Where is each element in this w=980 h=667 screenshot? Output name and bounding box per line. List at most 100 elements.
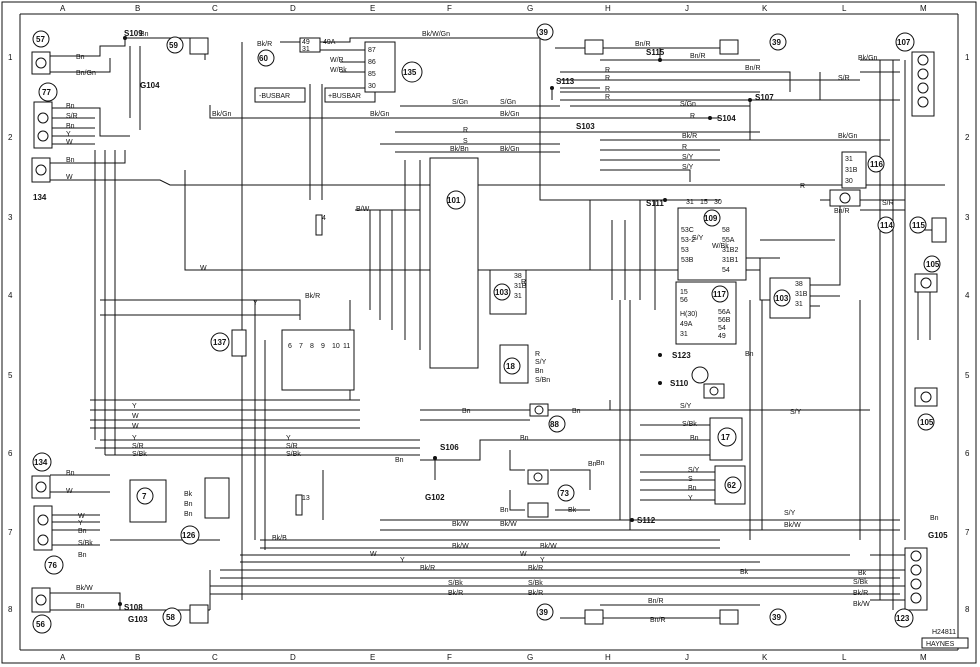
splice-label: S107: [755, 93, 774, 102]
fuse-number: 9: [321, 343, 325, 350]
component-59: 59: [166, 36, 209, 55]
pin-label: 56B: [718, 317, 731, 324]
wire-label: Bn: [66, 157, 75, 164]
publisher-logo: HAYNES: [926, 641, 955, 648]
ground-label: G102: [425, 493, 445, 502]
splice-label: S115: [646, 48, 665, 57]
component-101: 101: [429, 157, 479, 369]
component-label: 60: [259, 54, 268, 63]
component-label: 123: [896, 614, 910, 623]
component-label: 17: [721, 433, 730, 442]
wire-label: Bk/W: [76, 585, 93, 592]
grid-col-label: G: [527, 4, 533, 13]
wire-label: W/Bk: [712, 243, 729, 250]
figure-id: H24811 HAYNES: [921, 629, 969, 649]
pin-label: 15: [680, 289, 688, 296]
grid-row-label: 3: [965, 213, 970, 222]
grid-row-label: 5: [965, 371, 970, 380]
component-57: 57: [31, 30, 51, 75]
wire-label: R: [535, 351, 540, 358]
splice-label: S109: [124, 29, 143, 38]
wire-label: Bk: [740, 569, 749, 576]
wire-label: Bn: [930, 515, 939, 522]
wire-label: W/Bk: [330, 67, 347, 74]
grid-col-label: B: [135, 4, 140, 13]
grid-row-label: 1: [8, 53, 13, 62]
wire-label: Y: [66, 131, 71, 138]
component-label: 105: [926, 260, 940, 269]
grid-col-label: A: [60, 653, 66, 662]
component-114: 114: [829, 189, 895, 234]
pin-label: 31B: [514, 283, 527, 290]
pin-label: 31B1: [722, 257, 738, 264]
pin-label: 31: [302, 46, 310, 53]
component-label: 126: [182, 531, 196, 540]
wire-label: W: [200, 265, 207, 272]
wire-label: Bk/Gn: [500, 146, 520, 153]
wire-label: Bk/R: [682, 133, 697, 140]
wire-label: Bn: [76, 603, 85, 610]
grid-col-label: L: [842, 4, 847, 13]
wire-label: Bn: [66, 103, 75, 110]
splice-label: S111: [646, 199, 664, 208]
pin-label: 31: [686, 199, 694, 206]
component-label: 101: [447, 196, 461, 205]
wire-label: S/Gn: [500, 99, 516, 106]
wire-label: S/R: [132, 443, 144, 450]
component-label: 137: [213, 338, 227, 347]
component-label: 103: [495, 288, 509, 297]
wire-label: S: [463, 138, 468, 145]
busbar-plus-label: +BUSBAR: [328, 93, 361, 100]
grid-row-label: 2: [965, 133, 970, 142]
grid-col-label: K: [762, 653, 768, 662]
wire-label: Bk/W: [784, 522, 801, 529]
grid-row-label: 7: [965, 528, 970, 537]
wire-label: S: [688, 476, 693, 483]
pin-label: 53-2: [681, 237, 695, 244]
splice-labels: S109 S115 S113 S107 S103 S104 S111 S106 …: [118, 29, 774, 612]
wire-label: Bn: [184, 501, 193, 508]
component-58: 58: [162, 604, 209, 627]
wire-label: Bk/Gn: [500, 111, 520, 118]
pin-label: 87: [368, 47, 376, 54]
wire-label: S/R: [66, 113, 78, 120]
pin-label: 58: [722, 227, 730, 234]
wire-label: Y: [253, 300, 258, 307]
component-label: 62: [727, 481, 736, 490]
wire-label: W: [132, 413, 139, 420]
pin-label: 31: [680, 331, 688, 338]
pin-label: 49A: [323, 39, 336, 46]
wire-label: S/Gn: [452, 99, 468, 106]
wire-label: S/R: [882, 200, 894, 207]
splice-label: S123: [672, 351, 691, 360]
wire-label: R: [605, 86, 610, 93]
wire-label: R: [605, 94, 610, 101]
component-label: 56: [36, 620, 45, 629]
component-109: 31 15 30 109 53C 53-2 53 53B 58 55A 31B2…: [677, 199, 747, 281]
wire-label: Bn/R: [745, 65, 761, 72]
pin-label: 38: [795, 281, 803, 288]
wire-label: Bn/R: [690, 53, 706, 60]
wire-label: Bn: [395, 457, 404, 464]
wire-label: Bk: [568, 507, 577, 514]
component-110: [691, 366, 725, 399]
grid-row-label: 6: [8, 449, 13, 458]
ground-label: G104: [140, 81, 160, 90]
component-label: 109: [704, 214, 718, 223]
component-88: 88: [529, 403, 566, 433]
component-135: 87 86 85 30 135: [364, 41, 423, 93]
component-106: 123: [894, 547, 928, 628]
grid-col-label: K: [762, 4, 768, 13]
wire-label: R: [605, 75, 610, 82]
component-label: 76: [48, 561, 57, 570]
wire-label: Bn: [462, 408, 471, 415]
wire-label: S/Y: [790, 409, 802, 416]
component-label: 107: [897, 38, 911, 47]
ground-label: G105: [928, 531, 948, 540]
wire-label: Bk/Gn: [212, 111, 232, 118]
grid-col-label: A: [60, 4, 66, 13]
pin-label: 31: [795, 301, 803, 308]
wire-label: S/Bk: [286, 451, 301, 458]
pin-label: 56: [680, 297, 688, 304]
wire-network: [50, 37, 945, 619]
